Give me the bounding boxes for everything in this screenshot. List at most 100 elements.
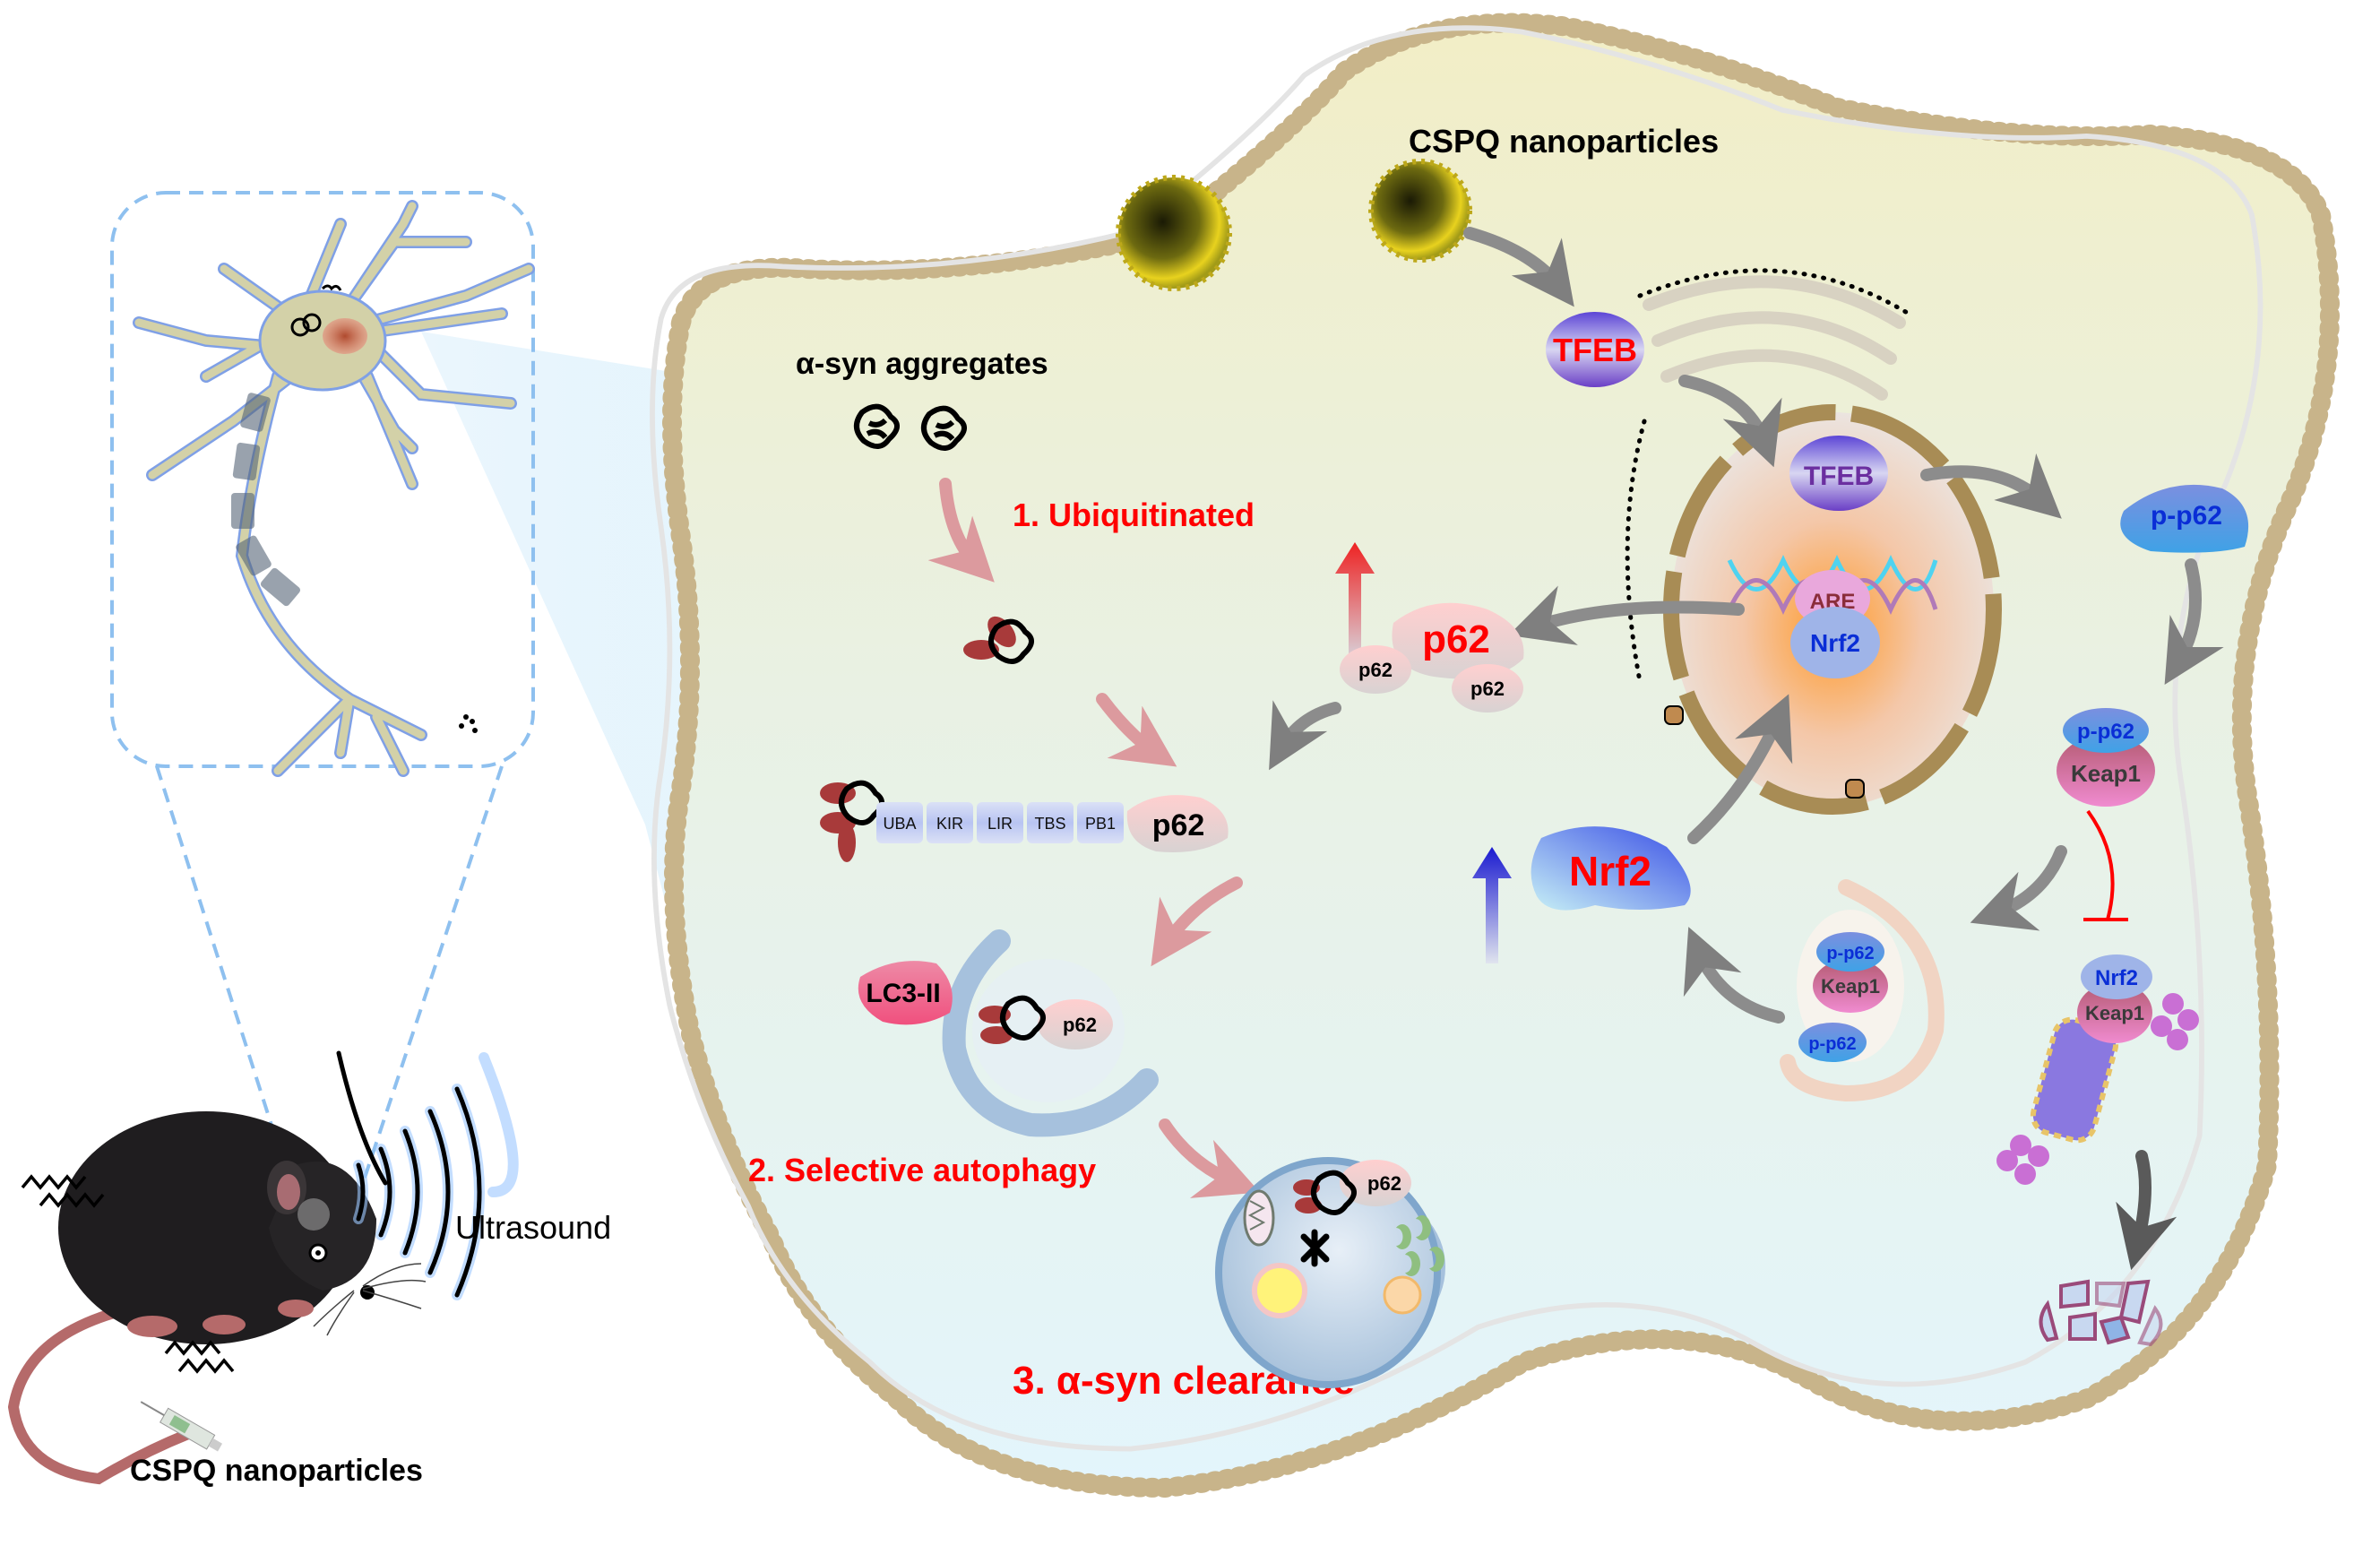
tfeb-nucleus: TFEB <box>1789 436 1888 511</box>
lysosome-cargo: p62 <box>1293 1160 1411 1215</box>
svg-text:KIR: KIR <box>936 815 963 833</box>
arrow-pp62-to-complex <box>2164 558 2224 686</box>
p62-domain-lir: LIR <box>977 802 1023 843</box>
phagophore-cargo: p62 <box>979 995 1113 1049</box>
arrow-ubiquitin-to-chain <box>1096 693 1177 767</box>
chain-aggregate-icon <box>820 780 884 862</box>
svg-text:p-p62: p-p62 <box>2151 501 2222 531</box>
arrow-nucleus-to-pp62 <box>1920 453 2062 519</box>
phagophore: LC3-II p62 <box>858 929 1159 1137</box>
alpha-syn-aggregate-icon <box>854 403 967 451</box>
svg-text:p62: p62 <box>1358 659 1393 681</box>
svg-text:TFEB: TFEB <box>1553 332 1637 368</box>
arrow-tfeb-to-nucleus <box>1678 375 1782 468</box>
autolysosome: p62 <box>1215 1157 1445 1388</box>
svg-text:PB1: PB1 <box>1085 815 1116 833</box>
p62-small-left: p62 <box>1340 645 1411 694</box>
ultrasound-label: Ultrasound <box>455 1209 611 1246</box>
svg-text:p62: p62 <box>1470 678 1505 700</box>
er-vesicle <box>1664 705 1684 725</box>
neuron-illustration <box>133 200 535 777</box>
arrow-nrf2-to-nucleus <box>1687 694 1793 844</box>
arrow-phagophore-to-lysosome <box>1159 1118 1260 1198</box>
lc3-ii-protein: LC3-II <box>858 961 953 1025</box>
lipid-droplet-large <box>1252 1263 1307 1318</box>
mouse-feet <box>127 1300 314 1337</box>
mouse-illustration <box>7 1111 427 1485</box>
svg-text:TFEB: TFEB <box>1804 462 1874 491</box>
mitochondrion-icon <box>1243 1189 1275 1247</box>
nrf2-cytoplasm: Nrf2 <box>1531 826 1691 911</box>
degraded-aggregate-icon <box>1300 1229 1330 1267</box>
autophagy-arrows <box>927 478 1260 1198</box>
zoom-beam <box>421 332 699 1031</box>
proteasome-icon <box>1996 993 2199 1185</box>
p62-domain-tbs: TBS <box>1027 802 1074 843</box>
step-2-label: 2. Selective autophagy <box>748 1152 1096 1188</box>
arrow-nrf2-upregulated <box>1472 847 1512 963</box>
neuron-vesicles-icon <box>459 714 478 733</box>
mouse-whiskers <box>313 1263 427 1336</box>
cspq-injection-label: CSPQ nanoparticles <box>130 1454 423 1488</box>
vesicle-pp62-bottom: p-p62 <box>1798 1023 1867 1062</box>
p62-large: p62 <box>1392 602 1524 679</box>
degraded-fragments-icon <box>2039 1279 2163 1347</box>
svg-text:p-p62: p-p62 <box>1826 944 1874 963</box>
proteasome-keap1: Keap1 <box>2077 982 2152 1043</box>
lipid-droplet-small <box>1383 1275 1422 1315</box>
p62-chain-end: p62 <box>1126 795 1229 852</box>
rough-er-dots <box>1625 268 1911 684</box>
p62-domain-chain: UBA KIR LIR TBS PB1 p62 <box>820 780 1229 862</box>
mouse-brain-target <box>298 1198 330 1231</box>
svg-text:Nrf2: Nrf2 <box>2095 966 2138 990</box>
neuron-myelin-sheaths <box>231 393 301 607</box>
lysosome-p62: p62 <box>1367 1172 1401 1195</box>
arrow-complex-to-vesicle <box>1970 845 2067 931</box>
aggregates-label: α-syn aggregates <box>796 347 1048 381</box>
mouse-tail <box>7 1299 194 1485</box>
svg-text:p-p62: p-p62 <box>1808 1034 1856 1054</box>
inhibition-symbol <box>2083 809 2128 921</box>
svg-text:LC3-II: LC3-II <box>866 979 940 1008</box>
svg-text:Keap1: Keap1 <box>2071 760 2141 787</box>
arrow-chain-to-phagophore <box>1151 877 1243 967</box>
arrow-aggregates-to-ubiquitin <box>927 478 995 583</box>
svg-text:p62: p62 <box>1152 808 1205 842</box>
sequestering-vesicle: Keap1 p-p62 p-p62 <box>1780 879 1945 1102</box>
svg-text:Nrf2: Nrf2 <box>1569 848 1651 894</box>
arrow-vesicle-to-nrf2 <box>1683 927 1785 1023</box>
nrf2-nucleus: Nrf2 <box>1790 607 1880 678</box>
p62-domain-kir: KIR <box>927 802 973 843</box>
tremor-lines-icon <box>21 1174 235 1374</box>
lysosome-enzymes-icon <box>1396 1215 1444 1277</box>
proteasome-nrf2: Nrf2 <box>2081 954 2152 999</box>
svg-text:p-p62: p-p62 <box>2077 720 2134 744</box>
svg-text:Nrf2: Nrf2 <box>1810 629 1860 657</box>
syringe-icon <box>140 1401 223 1452</box>
tfeb-cytoplasm: TFEB <box>1546 312 1644 387</box>
nanoparticle-large-icon <box>1116 175 1232 291</box>
arrow-nucleus-to-p62 <box>1508 585 1745 645</box>
p62-domain-uba: UBA <box>876 802 923 843</box>
p62-small-right: p62 <box>1452 664 1523 713</box>
ultrasound-waves-icon <box>336 1050 519 1300</box>
vesicle-keap1: Keap1 <box>1813 959 1888 1013</box>
pp62-keap1-complex: p-p62 Keap1 <box>2057 708 2155 807</box>
svg-text:TBS: TBS <box>1034 815 1065 833</box>
svg-text:UBA: UBA <box>883 815 916 833</box>
arrow-p62-upregulated <box>1335 542 1375 663</box>
cspq-label-top: CSPQ nanoparticles <box>1409 123 1719 160</box>
arrow-p62-to-chain <box>1269 700 1341 771</box>
phagophore-p62: p62 <box>1063 1014 1097 1036</box>
svg-text:Keap1: Keap1 <box>1821 975 1880 998</box>
nanoparticle-small-icon <box>1368 159 1472 263</box>
arrow-np-to-tfeb <box>1463 227 1574 307</box>
inset-pointer-right <box>357 765 504 1197</box>
svg-text:p62: p62 <box>1422 618 1490 661</box>
svg-text:LIR: LIR <box>987 815 1013 833</box>
svg-text:Keap1: Keap1 <box>2085 1002 2144 1024</box>
neuron-inset-frame <box>110 191 535 768</box>
cell-membrane-inner <box>650 25 2264 1452</box>
arrow-proteasome-to-fragments <box>2116 1150 2177 1271</box>
